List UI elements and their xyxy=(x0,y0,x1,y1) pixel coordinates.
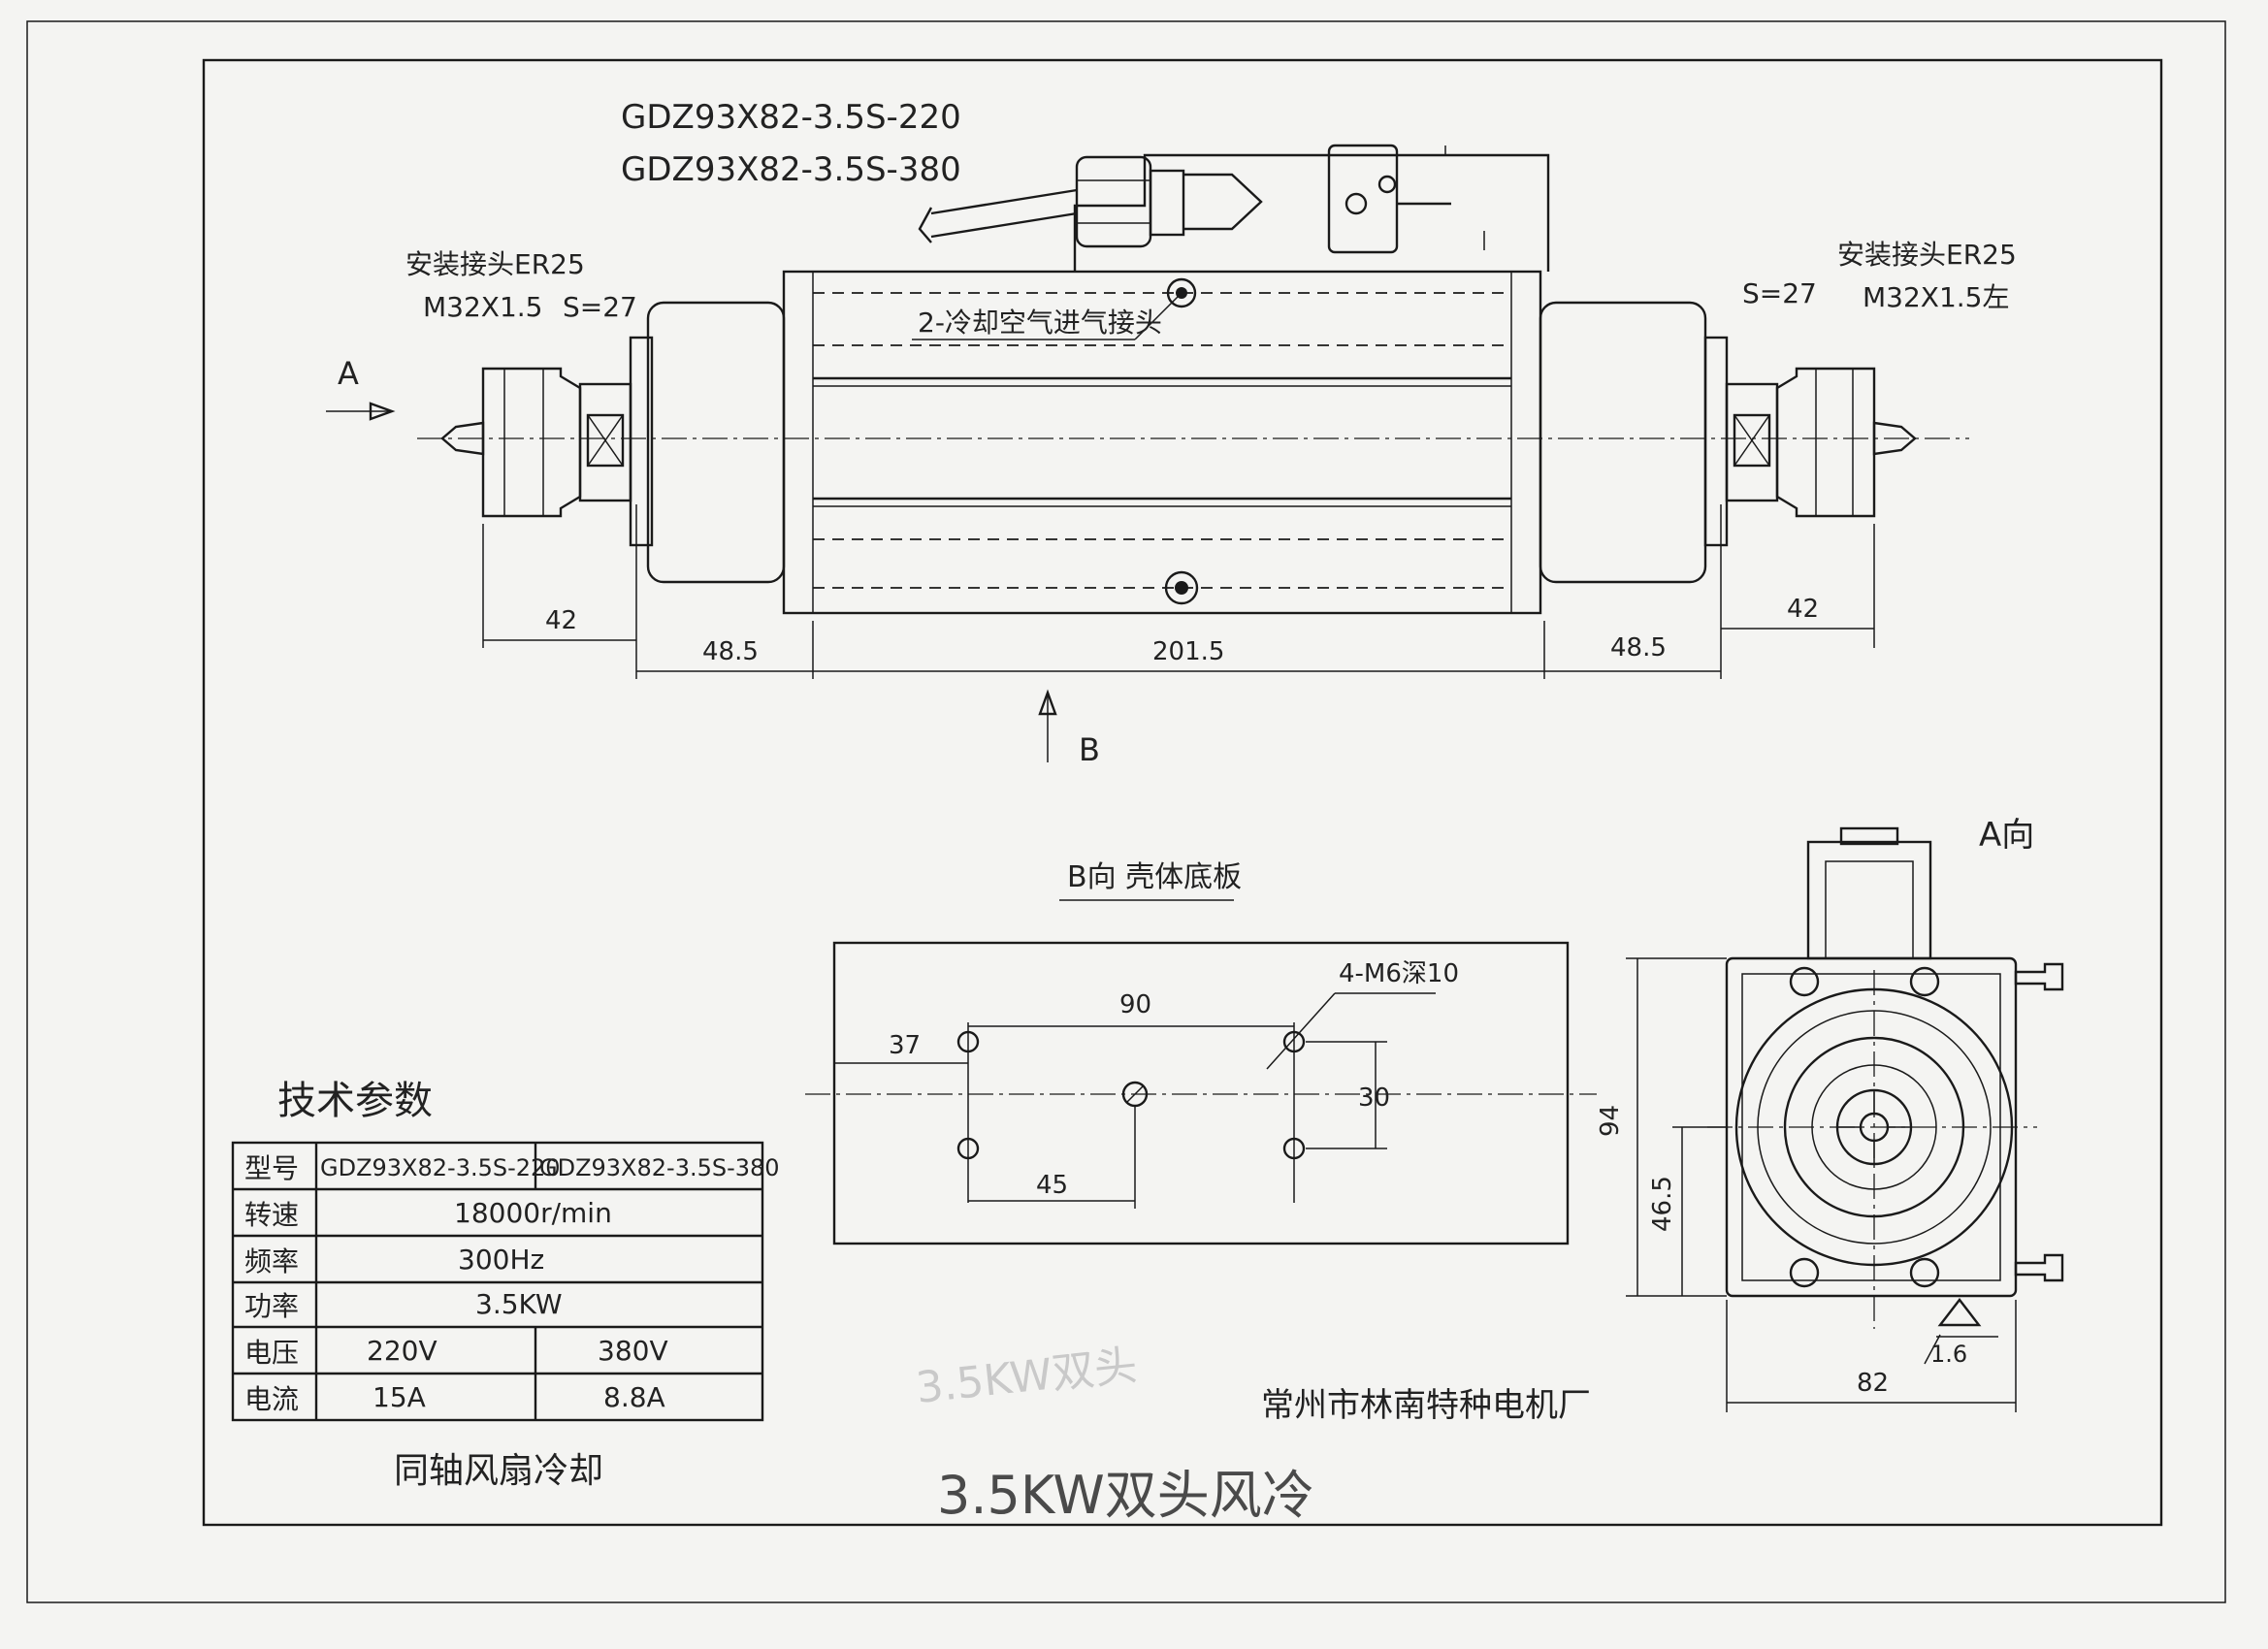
model-line-2: GDZ93X82-3.5S-380 xyxy=(621,150,961,189)
handwritten-title: 3.5KW双头风冷 xyxy=(937,1465,1314,1526)
spec-label-power: 功率 xyxy=(244,1290,299,1322)
spec-voltage-220: 220V xyxy=(367,1335,437,1367)
right-end-cap-ring xyxy=(1703,336,1729,547)
inlet-leader xyxy=(1134,292,1183,340)
spec-current-380: 8.8A xyxy=(603,1381,665,1413)
spec-label-speed: 转速 xyxy=(244,1199,299,1231)
cooling-inlet-label: 2-冷却空气进气接头 xyxy=(918,307,1162,339)
left-collet-label: 安装接头ER25 xyxy=(405,248,585,280)
a-view-dim-94: 94 xyxy=(1596,1105,1625,1137)
right-collet-thread: M32X1.5左 xyxy=(1863,281,2010,313)
a-view-roughness: 1.6 xyxy=(1930,1341,1967,1368)
a-view-title: A向 xyxy=(1979,816,2034,855)
left-tool-tip xyxy=(440,421,485,456)
dim-right-nose: 48.5 xyxy=(1610,633,1667,663)
spec-frequency: 300Hz xyxy=(458,1244,544,1276)
spec-power: 3.5KW xyxy=(475,1288,563,1320)
junction-box-lid xyxy=(1839,826,1899,846)
hole-leader xyxy=(1266,992,1336,1070)
connector-pin xyxy=(1345,192,1368,215)
junction-box-end xyxy=(1806,840,1932,960)
corner-bolt-tl xyxy=(1789,966,1820,997)
left-end-cap xyxy=(646,301,786,584)
b-view-base-plate xyxy=(805,899,1597,1245)
dim-left-collet: 42 xyxy=(545,606,577,635)
right-wrench-flat xyxy=(1733,413,1771,468)
spec-voltage-380: 380V xyxy=(598,1335,668,1367)
a-view-end xyxy=(1626,826,2064,1412)
cable xyxy=(930,188,1078,239)
right-collet-nut xyxy=(1775,367,1876,518)
right-tool-tip xyxy=(1872,421,1917,456)
side-view xyxy=(326,144,1969,762)
spec-model-220: GDZ93X82-3.5S-220 xyxy=(320,1154,561,1181)
a-view-dim-82: 82 xyxy=(1857,1369,1889,1398)
a-view-dim-465: 46.5 xyxy=(1648,1176,1677,1232)
b-view-dim-90: 90 xyxy=(1119,990,1151,1019)
b-view-dim-37: 37 xyxy=(889,1031,921,1060)
junction-box xyxy=(1073,153,1550,272)
corner-bolt-bl xyxy=(1789,1257,1820,1288)
faint-pencil-mark: 3.5KW双头 xyxy=(914,1341,1140,1413)
corner-bolt-br xyxy=(1909,1257,1940,1288)
air-fitting-bottom-right xyxy=(2014,1253,2064,1282)
inner-frame xyxy=(202,58,2163,1527)
outer-border xyxy=(26,20,2226,1603)
spec-label-model: 型号 xyxy=(244,1152,299,1184)
right-collet-label: 安装接头ER25 xyxy=(1837,239,2017,271)
motor-body-inner xyxy=(812,271,1512,614)
b-view-title: B向 壳体底板 xyxy=(1067,860,1242,894)
gland-clamp xyxy=(1183,173,1263,231)
left-collet-nut xyxy=(481,367,582,518)
spec-model-380: GDZ93X82-3.5S-380 xyxy=(539,1154,780,1181)
connector-block xyxy=(1327,144,1399,254)
b-view-holes-label: 4-M6深10 xyxy=(1339,959,1459,988)
spec-current-220: 15A xyxy=(373,1381,426,1413)
spec-table xyxy=(231,1141,764,1422)
view-arrow-b-label: B xyxy=(1079,731,1100,768)
manufacturer-name: 常州市林南特种电机厂 xyxy=(1261,1386,1591,1425)
b-view-dim-45: 45 xyxy=(1036,1171,1068,1200)
spec-speed: 18000r/min xyxy=(454,1197,612,1229)
motor-body xyxy=(782,270,1542,615)
spec-label-current: 电流 xyxy=(244,1383,299,1415)
spec-label-frequency: 频率 xyxy=(244,1245,299,1277)
view-arrow-a-label: A xyxy=(338,355,359,392)
dim-right-collet: 42 xyxy=(1787,595,1819,624)
gland-nut xyxy=(1149,169,1185,237)
air-inlet-fitting-bottom xyxy=(1164,570,1199,605)
base-plate-outline xyxy=(832,941,1570,1245)
dim-body: 201.5 xyxy=(1152,637,1224,666)
cable-gland xyxy=(1075,155,1152,248)
air-fitting-top-right xyxy=(2014,962,2064,991)
spec-label-voltage: 电压 xyxy=(244,1337,299,1369)
left-wrench-size: S=27 xyxy=(563,291,637,323)
model-line-1: GDZ93X82-3.5S-220 xyxy=(621,98,961,137)
left-wrench-flat xyxy=(586,413,625,468)
corner-bolt-tr xyxy=(1909,966,1940,997)
roughness-symbol xyxy=(1937,1298,1982,1327)
dim-left-nose: 48.5 xyxy=(702,637,759,666)
right-wrench-size: S=27 xyxy=(1742,277,1817,309)
side-dimensions xyxy=(482,504,1875,679)
b-view-dim-30: 30 xyxy=(1358,1083,1390,1113)
junction-box-end-inner xyxy=(1825,860,1914,959)
arrow-b-head xyxy=(1038,689,1057,716)
left-collet-thread: M32X1.5 xyxy=(423,291,543,323)
cooling-note: 同轴风扇冷却 xyxy=(394,1451,603,1491)
right-end-cap xyxy=(1539,301,1707,584)
arrow-a-head xyxy=(369,402,396,421)
spec-table-title: 技术参数 xyxy=(277,1079,433,1123)
